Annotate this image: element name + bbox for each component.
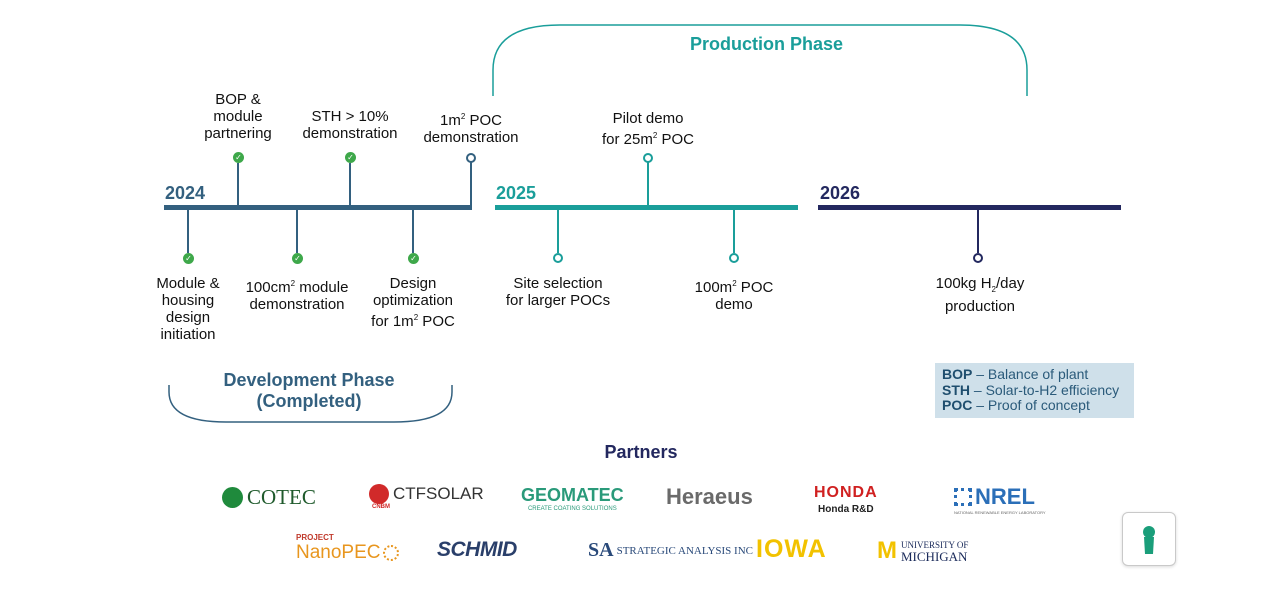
milestone-pilot-demo: Pilot demo for 25m2 POC <box>602 110 694 148</box>
stem <box>412 210 414 253</box>
nanopec-logo: PROJECT NanoPEC <box>296 534 399 564</box>
open-marker-icon <box>973 253 983 263</box>
milestone-100kg-h2-production: 100kg H2/day production <box>935 275 1025 315</box>
nanopec-dots-icon <box>382 545 399 561</box>
milestone-100m2-poc-demo: 100m2 POC demo <box>694 279 774 313</box>
milestone-design-optimization: Design optimization for 1m2 POC <box>371 275 455 330</box>
stem <box>470 162 472 205</box>
timeline-bar-2025 <box>495 205 798 210</box>
cotec-logo: COTEC <box>222 485 316 509</box>
production-phase-title: Production Phase <box>690 34 844 54</box>
ctfsolar-logo: CTFSOLAR CNBM <box>369 484 484 510</box>
michigan-logo: M UNIVERSITY OF MICHIGAN <box>877 537 969 564</box>
iowa-logo: IOWA <box>756 535 827 563</box>
stem <box>296 210 298 253</box>
year-2024: 2024 <box>165 183 206 203</box>
milestone-1m2-poc-demonstration: 1m2 POC demonstration <box>423 112 519 146</box>
stem <box>237 163 239 205</box>
check-icon: ✓ <box>183 253 194 264</box>
check-icon: ✓ <box>345 152 356 163</box>
strategic-analysis-logo: SA STRATEGIC ANALYSIS INC <box>588 539 753 561</box>
michigan-m-icon: M <box>877 537 897 564</box>
development-phase-title: Development Phase (Completed) <box>223 370 395 411</box>
schmid-logo: SCHMID <box>437 538 517 561</box>
stem <box>557 210 559 253</box>
timeline-bar-2024 <box>164 205 472 210</box>
stem <box>647 162 649 205</box>
honda-logo: HONDA Honda R&D <box>814 484 878 515</box>
milestone-100cm2-module: 100cm2 module demonstration <box>245 279 349 313</box>
legend-item: POC – Proof of concept <box>942 397 1090 413</box>
stem <box>187 210 189 253</box>
geomatec-logo: GEOMATEC CREATE COATING SOLUTIONS <box>521 485 624 512</box>
keyhole-person-icon <box>1143 526 1155 554</box>
check-icon: ✓ <box>233 152 244 163</box>
development-phase-bracket <box>168 385 453 423</box>
check-icon: ✓ <box>408 253 419 264</box>
year-2026: 2026 <box>820 183 861 203</box>
stem <box>733 210 735 253</box>
abbreviation-legend: BOP – Balance of plant STH – Solar-to-H2… <box>935 363 1134 418</box>
stem <box>349 163 351 205</box>
cnbm-emblem-icon <box>369 484 389 504</box>
check-icon: ✓ <box>292 253 303 264</box>
nrel-grid-icon <box>954 488 972 506</box>
partners-title: Partners <box>604 442 678 462</box>
milestone-sth-demonstration: STH > 10%demonstration <box>302 108 398 142</box>
heraeus-logo: Heraeus <box>666 484 753 509</box>
timeline-bar-2026 <box>818 205 1121 210</box>
open-marker-icon <box>729 253 739 263</box>
cotec-emblem-icon <box>222 486 243 508</box>
accessibility-help-button[interactable] <box>1122 512 1176 566</box>
open-marker-icon <box>553 253 563 263</box>
stem <box>977 210 979 253</box>
legend-item: STH – Solar-to-H2 efficiency <box>942 381 1120 398</box>
year-2025: 2025 <box>496 183 537 203</box>
production-phase-bracket <box>492 24 1028 96</box>
legend-item: BOP – Balance of plant <box>942 366 1089 382</box>
nrel-logo: NREL NATIONAL RENEWABLE ENERGY LABORATOR… <box>954 484 1046 515</box>
